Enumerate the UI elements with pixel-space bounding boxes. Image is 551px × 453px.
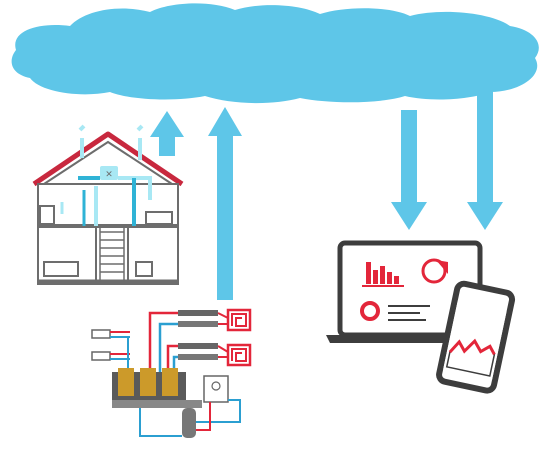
radiator-icon [91, 351, 111, 361]
smartphone-chart-icon [436, 280, 516, 394]
bed-icon [43, 261, 79, 277]
buffer-tank-icon [182, 408, 196, 438]
house-ventilation-icon: ✕ [32, 124, 184, 285]
download-arrow-icon [391, 110, 427, 230]
manifold-icon [178, 343, 218, 349]
floor-heating-coil-icon [226, 308, 252, 332]
sofa-icon [145, 211, 173, 225]
boiler-icon [203, 375, 229, 403]
radiator-icon [91, 329, 111, 339]
gauge-icon [360, 301, 380, 321]
cloud-icon [11, 3, 539, 104]
svg-text:✕: ✕ [105, 169, 113, 179]
bar-chart-icon [362, 262, 404, 287]
download-arrow-icon [467, 88, 503, 230]
upload-arrow-icon [208, 107, 242, 300]
floor-heating-coil-icon [226, 343, 252, 367]
manifold-icon [178, 310, 218, 316]
pie-chart-icon [421, 258, 448, 284]
heating-system-icon [91, 308, 252, 438]
upload-arrow-icon [150, 111, 184, 156]
cabinet-icon [39, 205, 55, 225]
bath-icon [135, 261, 153, 277]
ventilation-unit-icon [100, 166, 118, 180]
